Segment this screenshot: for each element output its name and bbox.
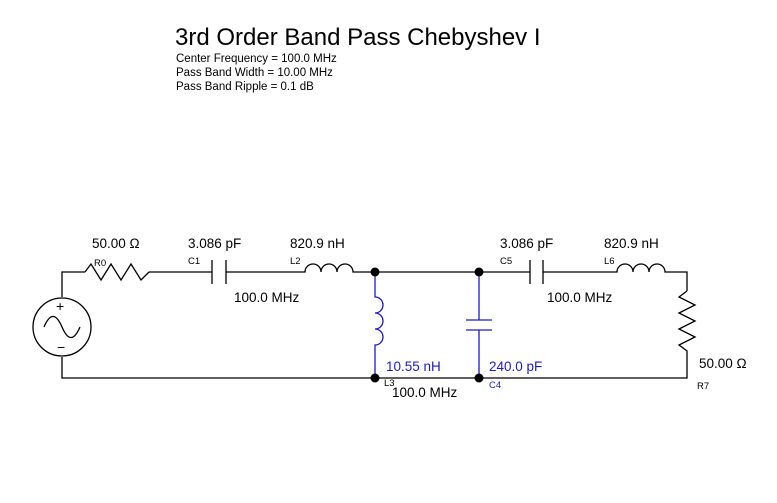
capacitor-c1[interactable]: 3.086 pF C1 100.0 MHz: [188, 236, 300, 305]
l6-ref-label: L6: [604, 256, 615, 267]
capacitor-c5[interactable]: 3.086 pF C5 100.0 MHz: [500, 236, 613, 305]
source-plus-sign: +: [56, 298, 64, 314]
spec-pass-band-width: Pass Band Width = 10.00 MHz: [176, 67, 333, 79]
l6-value-label: 820.9 nH: [604, 236, 659, 251]
spec-pass-band-ripple: Pass Band Ripple = 0.1 dB: [176, 81, 314, 93]
resistor-r7-zigzag: [677, 290, 697, 357]
inductor-l2[interactable]: 820.9 nH L2: [290, 236, 355, 273]
inductor-l3-coil: [374, 272, 384, 378]
junction-node-bottom-right: [474, 373, 484, 383]
r0-ref-label: R0: [94, 258, 106, 269]
r0-value-label: 50.00 Ω: [92, 236, 140, 251]
sine-wave-icon: [43, 315, 81, 339]
r7-ref-label: R7: [697, 381, 709, 392]
inductor-l2-coil: [295, 263, 355, 273]
l2-value-label: 820.9 nH: [290, 236, 345, 251]
resistor-r7[interactable]: 50.00 Ω R7: [677, 290, 747, 392]
inductor-l3[interactable]: 10.55 nH L3 100.0 MHz: [374, 272, 458, 400]
l2-ref-label: L2: [290, 256, 301, 267]
source-circle: [32, 297, 92, 357]
c4-value-label: 240.0 pF: [489, 359, 542, 374]
inductor-l6[interactable]: 820.9 nH L6: [604, 236, 667, 273]
top-wire-source: [61, 271, 85, 297]
voltage-source[interactable]: + −: [32, 297, 92, 357]
c5-freq-label: 100.0 MHz: [547, 290, 613, 305]
l3-ref-label: L3: [384, 378, 395, 389]
c5-value-label: 3.086 pF: [500, 236, 553, 251]
junction-node-top-left: [370, 267, 380, 277]
c4-ref-label: C4: [489, 380, 501, 391]
resistor-r0-zigzag: [84, 262, 150, 282]
c5-ref-label: C5: [500, 256, 512, 267]
c1-freq-label: 100.0 MHz: [234, 290, 300, 305]
schematic-title: 3rd Order Band Pass Chebyshev I: [175, 24, 541, 51]
top-wire-l6-r7: [667, 271, 688, 291]
c1-value-label: 3.086 pF: [188, 236, 241, 251]
r7-value-label: 50.00 Ω: [699, 356, 747, 371]
c1-ref-label: C1: [188, 256, 200, 267]
l3-freq-label: 100.0 MHz: [392, 385, 458, 400]
junction-node-top-right: [474, 267, 484, 277]
junction-node-bottom-left: [370, 373, 380, 383]
source-minus-sign: −: [57, 339, 65, 355]
spec-center-frequency: Center Frequency = 100.0 MHz: [176, 53, 337, 65]
capacitor-c4[interactable]: 240.0 pF C4: [466, 272, 542, 391]
inductor-l6-coil: [607, 263, 667, 273]
resistor-r0[interactable]: 50.00 Ω R0: [84, 236, 150, 282]
l3-value-label: 10.55 nH: [386, 359, 441, 374]
